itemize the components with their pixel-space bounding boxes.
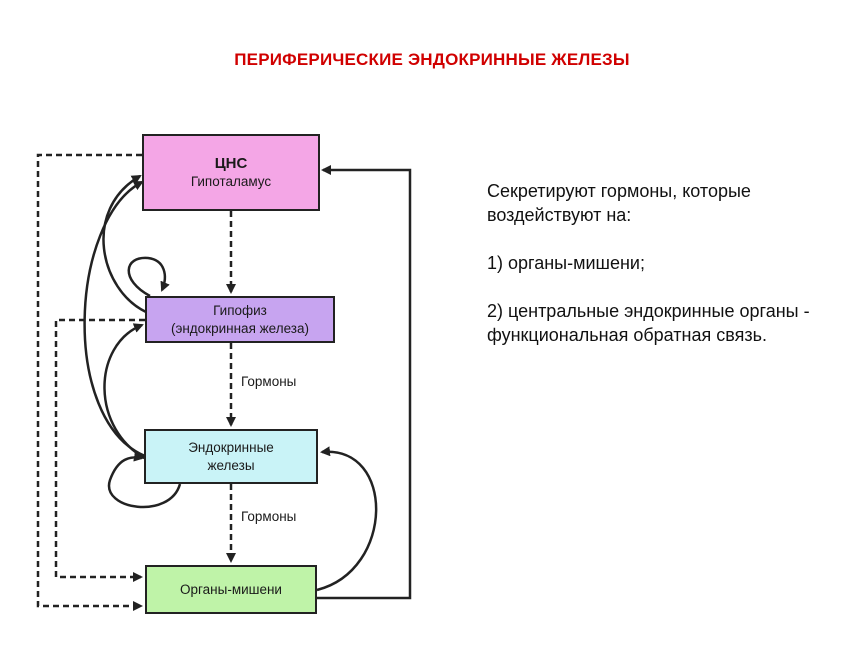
node-cns-sublabel: Гипоталамус — [190, 173, 272, 189]
curve-target-to-endocrine — [316, 446, 378, 592]
dashed-loop-pituitary-target — [54, 318, 145, 582]
node-pituitary-sublabel: (эндокринная железа) — [170, 320, 310, 336]
node-endocrine-glands: Эндокринные железы — [144, 429, 318, 484]
node-pituitary: Гипофиз (эндокринная железа) — [145, 296, 335, 343]
description-item-2: 2) центральные эндокринные органы - функ… — [487, 301, 810, 345]
node-cns: ЦНС Гипоталамус — [142, 134, 320, 211]
line-target-to-cns — [317, 165, 412, 600]
description-text: Секретируют гормоны, которые воздействую… — [487, 179, 837, 371]
node-cns-label: ЦНС — [214, 154, 248, 172]
node-pituitary-label: Гипофиз — [213, 302, 267, 318]
description-item-1: 1) органы-мишени; — [487, 253, 645, 273]
node-target-label: Органы-мишени — [180, 581, 282, 597]
node-endocrine-label-1: Эндокринные — [188, 439, 274, 455]
edge-label-hormones-2: Гормоны — [241, 509, 297, 524]
self-loop-endocrine — [107, 451, 182, 509]
dashed-loop-cns-target — [36, 153, 143, 611]
curve-endocrine-to-pituitary — [103, 323, 149, 462]
node-target-organs: Органы-мишени — [145, 565, 317, 614]
page-title: ПЕРИФЕРИЧЕСКИЕ ЭНДОКРИННЫЕ ЖЕЛЕЗЫ — [234, 50, 630, 69]
curve-endocrine-to-cns — [83, 180, 146, 458]
description-intro: Секретируют гормоны, которые воздействую… — [487, 181, 751, 225]
self-loop-pituitary — [127, 256, 170, 298]
curve-pituitary-to-cns — [102, 174, 147, 314]
edge-label-hormones-1: Гормоны — [241, 374, 297, 389]
node-endocrine-label-2: железы — [207, 457, 255, 473]
